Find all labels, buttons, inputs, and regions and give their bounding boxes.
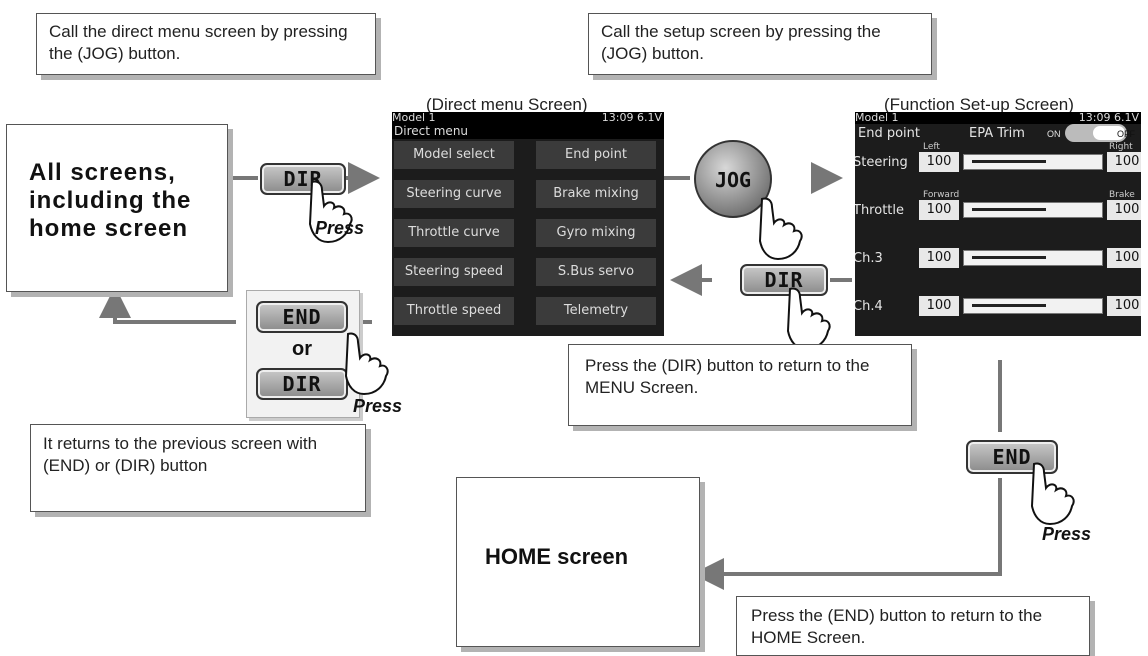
function-status-time: 13:09 6.1V (1078, 112, 1139, 124)
status-time: 13:09 6.1V (601, 112, 662, 124)
model-name: Model 1 (392, 112, 436, 124)
toggle-on-label: ON (1047, 129, 1061, 139)
all-screens-box: All screens, including the home screen (6, 124, 228, 292)
menu-row: Throttle speed Telemetry (392, 297, 656, 327)
end-key-back[interactable]: END (256, 301, 348, 333)
menu-item[interactable]: Throttle curve (394, 219, 514, 247)
hand-press-icon-back (344, 332, 389, 396)
channel-label: Ch.3 (855, 251, 883, 266)
menu-row: Throttle curve Gyro mixing (392, 219, 656, 249)
menu-item[interactable]: End point (536, 141, 656, 169)
left-value-box[interactable]: 100 (919, 200, 959, 220)
menu-item[interactable]: Model select (394, 141, 514, 169)
jog-label: JOG (714, 168, 752, 192)
arrow-to-home (692, 478, 1002, 590)
callout-return-home: Press the (END) button to return to the … (736, 596, 1090, 656)
function-setup-screen: Model 1 13:09 6.1V End point EPA Trim ON… (855, 112, 1141, 336)
arrows-layer (99, 162, 1002, 590)
end-key-home-label: END (992, 445, 1032, 469)
menu-row: Steering curve Brake mixing (392, 180, 656, 210)
menu-item[interactable]: Steering speed (394, 258, 514, 286)
direct-menu-screen: Model 1 13:09 6.1V Direct menu Model sel… (392, 112, 664, 336)
epa-bar (963, 298, 1103, 314)
hand-press-icon-jog (758, 197, 803, 261)
caption-function-setup: (Function Set-up Screen) (884, 95, 1074, 114)
right-value-box[interactable]: 100 (1107, 248, 1141, 268)
caption-direct-menu: (Direct menu Screen) (426, 95, 588, 114)
epa-bar-fill (972, 304, 1046, 307)
press-label-1: Press (315, 218, 365, 238)
right-column-label: Brake (1109, 190, 1135, 200)
dir-key-return-label: DIR (764, 268, 804, 292)
menu-item[interactable]: S.Bus servo (536, 258, 656, 286)
menu-item[interactable]: Throttle speed (394, 297, 514, 325)
hand-press-icon (308, 180, 353, 244)
epa-bar-fill (972, 256, 1046, 259)
menu-row: Model select End point (392, 141, 656, 171)
channel-label: Ch.4 (855, 299, 883, 314)
arrow-to-all-screens (99, 286, 236, 324)
menu-item[interactable]: Brake mixing (536, 180, 656, 208)
callout-setup: Call the setup screen by pressing the (J… (588, 13, 932, 75)
right-value-box[interactable]: 100 (1107, 152, 1141, 172)
dir-key-return[interactable]: DIR (740, 264, 828, 296)
epa-trim-label: EPA Trim (969, 126, 1025, 141)
epa-bar (963, 154, 1103, 170)
dir-key[interactable]: DIR (260, 163, 346, 195)
epa-bar-fill (972, 160, 1046, 163)
menu-item[interactable]: Steering curve (394, 180, 514, 208)
dir-key-back[interactable]: DIR (256, 368, 348, 400)
callout-return-menu: Press the (DIR) button to return to the … (568, 344, 912, 426)
left-value-box[interactable]: 100 (919, 152, 959, 172)
callout-direct-menu: Call the direct menu screen by pressing … (36, 13, 376, 75)
right-column-label: Right (1109, 142, 1133, 152)
status-bar: Model 1 13:09 6.1V (392, 112, 664, 124)
left-column-label: Forward (923, 190, 960, 200)
epa-bar (963, 250, 1103, 266)
jog-dial[interactable]: JOG (694, 140, 772, 218)
callout-previous-screen: It returns to the previous screen with (… (30, 424, 366, 512)
function-model-name: Model 1 (855, 112, 899, 124)
right-value-box[interactable]: 100 (1107, 296, 1141, 316)
epa-trim-toggle[interactable] (1065, 124, 1127, 142)
function-title: End point (858, 126, 920, 141)
channel-label: Throttle (855, 203, 904, 218)
epa-bar (963, 202, 1103, 218)
left-value-box[interactable]: 100 (919, 248, 959, 268)
menu-row: Steering speed S.Bus servo (392, 258, 656, 288)
end-key-back-label: END (282, 305, 322, 329)
toggle-off-label: OFF (1117, 129, 1135, 139)
right-value-box[interactable]: 100 (1107, 200, 1141, 220)
epa-bar-fill (972, 208, 1046, 211)
press-label-home: Press (1042, 524, 1092, 544)
toggle-knob (1093, 126, 1125, 140)
left-column-label: Left (923, 142, 940, 152)
hand-press-icon-home (1030, 462, 1075, 526)
function-status-bar: Model 1 13:09 6.1V (855, 112, 1141, 124)
menu-title: Direct menu (392, 124, 664, 139)
menu-item[interactable]: Telemetry (536, 297, 656, 325)
channel-label: Steering (855, 155, 908, 170)
or-label: or (292, 338, 312, 360)
press-label-back: Press (353, 396, 403, 416)
home-screen-box: HOME screen (456, 477, 700, 647)
dir-key-back-label: DIR (282, 372, 322, 396)
menu-item[interactable]: Gyro mixing (536, 219, 656, 247)
left-value-box[interactable]: 100 (919, 296, 959, 316)
